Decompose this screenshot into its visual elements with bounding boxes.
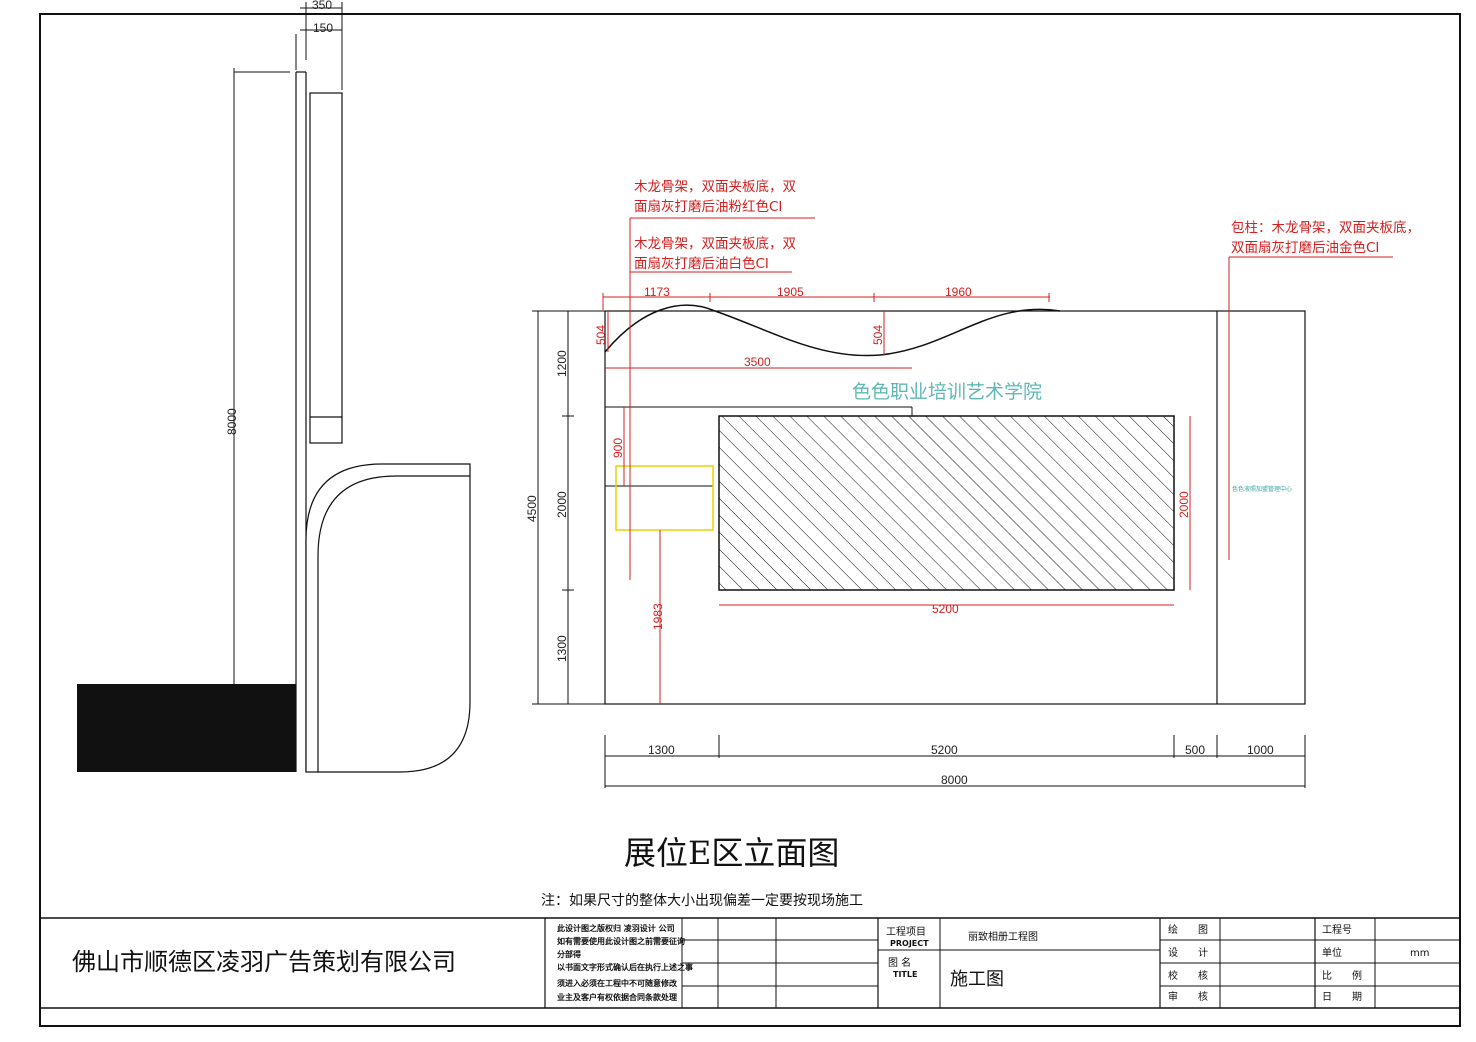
dim-left-1200: 1200 [555, 350, 569, 377]
side-dim-8000: 8000 [225, 408, 239, 435]
side-dim-350: 350 [312, 0, 332, 12]
dim-left-1300: 1300 [555, 635, 569, 662]
sign-box [615, 465, 714, 531]
screen-hatched-area [718, 415, 1175, 591]
note3-line1: 包柱：木龙骨架，双面夹板底， [1231, 220, 1420, 236]
drawing-label: 图 名 [888, 956, 911, 969]
dim-screen-2000: 2000 [1177, 491, 1191, 518]
dim-wave-1173: 1173 [644, 285, 670, 299]
dim-wave-height-left: 504 [594, 325, 608, 345]
date-label: 日 期 [1322, 991, 1362, 1003]
note2-line2: 面扇灰打磨后油白色CI [634, 255, 769, 272]
disclaimer-line-6: 业主及客户有权依据合同条款处理 [557, 992, 677, 1002]
design-label: 设 计 [1168, 946, 1208, 959]
dim-wave-1905: 1905 [777, 285, 804, 299]
project-label-en: PROJECT [890, 939, 929, 948]
dim-bottom-1000: 1000 [1247, 743, 1274, 757]
title-block: 佛山市顺德区凌羽广告策划有限公司 此设计图之版权归 凌羽设计 公司 如有需要使用… [40, 917, 1460, 1008]
note2-line1: 木龙骨架，双面夹板底，双 [634, 236, 796, 252]
disclaimer-line-1: 此设计图之版权归 凌羽设计 公司 [557, 923, 675, 933]
unit-label: 单位 [1322, 946, 1342, 959]
dim-wave-1960: 1960 [945, 285, 972, 299]
project-label: 工程项目 [886, 926, 926, 938]
side-dim-150: 150 [313, 21, 333, 35]
dim-wave-height-mid: 504 [871, 325, 885, 345]
disclaimer-line-4: 以书面文字形式确认后在执行上述之事 [557, 962, 693, 972]
approve-label: 审 核 [1168, 990, 1208, 1003]
logo-text: 色色职业培训艺术学院 [852, 381, 1042, 403]
drawing-label-en: TITLE [893, 970, 917, 979]
note1-line1: 木龙骨架，双面夹板底，双 [634, 179, 796, 195]
drawing-name: 施工图 [950, 969, 1004, 990]
disclaimer-line-5: 须进入必须在工程中不可随意修改 [556, 978, 678, 988]
project-no-label: 工程号 [1322, 924, 1352, 936]
front-elevation: 色色职业培训艺术学院 色色液照加盟管理中心 4500 1200 2000 130… [525, 179, 1420, 788]
company-name: 佛山市顺德区凌羽广告策划有限公司 [72, 948, 456, 976]
wave-top [604, 304, 1061, 357]
dim-sign-3500: 3500 [744, 355, 771, 369]
dim-total-height: 4500 [525, 495, 539, 522]
dim-bottom-5200: 5200 [931, 743, 958, 757]
scale-label: 比 例 [1322, 969, 1362, 982]
project-name: 丽致相册工程图 [968, 930, 1038, 943]
disclaimer-line-3: 分部得 [557, 949, 581, 959]
draw-label: 绘 图 [1168, 923, 1208, 936]
dim-bottom-1300: 1300 [648, 743, 675, 757]
side-view: 350 150 8000 [77, 0, 471, 773]
dim-total-width: 8000 [941, 773, 968, 787]
dim-screen-5200: 5200 [932, 602, 959, 616]
drawing-note: 注：如果尺寸的整体大小出现偏差一定要按现场施工 [541, 893, 863, 909]
unit-value: mm [1410, 948, 1429, 959]
dim-sign-900: 900 [611, 438, 625, 458]
note3-line2: 双面扇灰打磨后油金色CI [1231, 239, 1379, 256]
dim-bottom-500: 500 [1185, 743, 1205, 757]
dim-sign-1983: 1983 [651, 603, 665, 630]
sheet-border [39, 13, 1461, 1027]
check-label: 校 核 [1168, 969, 1208, 982]
side-black-base [77, 684, 296, 772]
disclaimer-line-2: 如有需要使用此设计图之前需要征询 [557, 936, 685, 946]
drawing-title: 展位E区立面图 [624, 834, 839, 872]
note1-line2: 面扇灰打磨后油粉红色CI [634, 198, 782, 215]
dim-left-2000: 2000 [555, 491, 569, 518]
pillar-text: 色色液照加盟管理中心 [1232, 485, 1292, 493]
